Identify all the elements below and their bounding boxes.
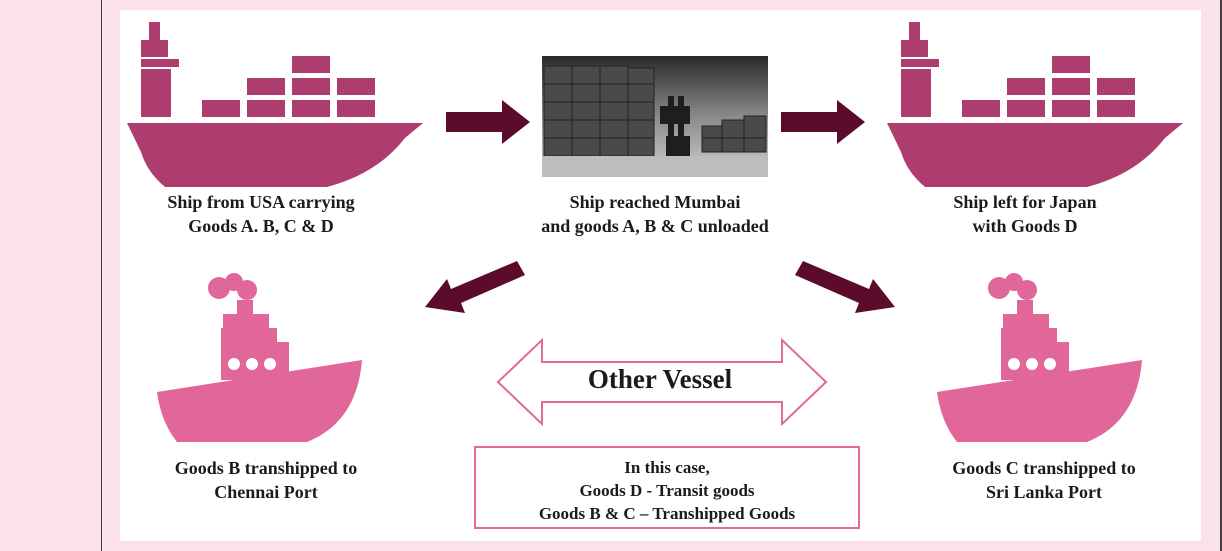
caption-line: with Goods D <box>972 216 1078 236</box>
cargo-ship-icon <box>887 22 1183 187</box>
left-margin-column <box>0 0 103 551</box>
mumbai-caption: Ship reached Mumbai and goods A, B & C u… <box>505 190 805 238</box>
caption-line: Ship reached Mumbai <box>569 192 741 212</box>
arrow-right-icon <box>446 100 530 144</box>
tugboat-icon <box>157 273 362 442</box>
container-yard-photo <box>542 56 768 177</box>
arrow-right-icon <box>781 100 865 144</box>
arrow-down-right-icon <box>795 261 895 313</box>
usa-ship-caption: Ship from USA carrying Goods A. B, C & D <box>126 190 396 238</box>
double-arrow-icon <box>496 338 828 426</box>
chennai-caption: Goods B transhipped to Chennai Port <box>146 456 386 504</box>
arrow-down-left-icon <box>425 261 525 313</box>
caption-line: Goods C transhipped to <box>952 458 1136 478</box>
srilanka-caption: Goods C transhipped to Sri Lanka Port <box>924 456 1164 504</box>
note-line: Goods B & C – Transhipped Goods <box>538 504 796 523</box>
caption-line: Goods A. B, C & D <box>188 216 334 236</box>
tugboat-icon <box>937 273 1142 442</box>
cargo-ship-icon <box>127 22 423 187</box>
caption-line: Ship from USA carrying <box>167 192 355 212</box>
caption-line: Sri Lanka Port <box>985 482 1102 502</box>
caption-line: and goods A, B & C unloaded <box>541 216 769 236</box>
note-line: In this case, <box>624 458 710 477</box>
caption-line: Goods B transhipped to <box>174 458 358 478</box>
other-vessel-label: Other Vessel <box>587 364 733 394</box>
caption-line: Ship left for Japan <box>953 192 1097 212</box>
japan-ship-caption: Ship left for Japan with Goods D <box>915 190 1135 238</box>
note-box: In this case, Goods D - Transit goods Go… <box>474 446 860 529</box>
note-line: Goods D - Transit goods <box>579 481 755 500</box>
caption-line: Chennai Port <box>214 482 318 502</box>
